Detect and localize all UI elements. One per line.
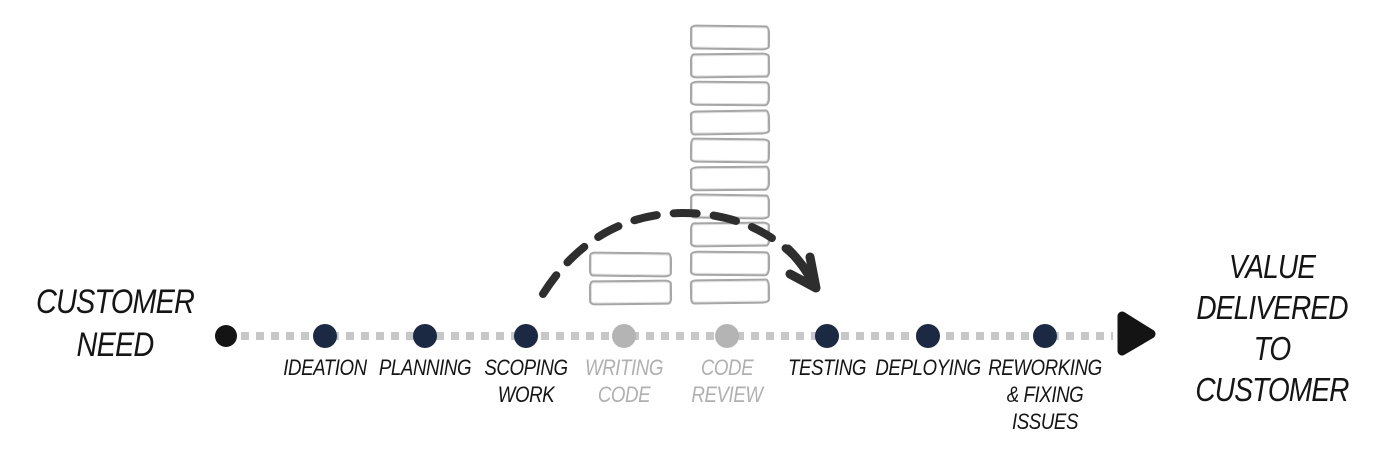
- timeline-dotted-line: [241, 332, 1113, 340]
- stage-dot-planning: [413, 324, 437, 348]
- stage-dot-scoping-work: [514, 324, 538, 348]
- stage-dot-reworking: [1033, 324, 1057, 348]
- backlog-box-short-stack: [588, 279, 673, 306]
- value-delivered-label-line: VALUE: [1228, 248, 1316, 285]
- stage-label-testing-line: TESTING: [787, 355, 867, 380]
- stage-label-reworking-line: & FIXING: [1006, 382, 1084, 407]
- backlog-box-tall-stack: [689, 165, 771, 192]
- value-delivered-label: VALUE DELIVERED TO CUSTOMER: [1187, 246, 1357, 410]
- value-delivered-label-line: TO: [1253, 330, 1292, 367]
- stage-label-testing: TESTING: [755, 354, 900, 381]
- backlog-box-tall-stack: [689, 137, 771, 164]
- stage-dot-deploying: [916, 324, 940, 348]
- stage-dot-writing-code: [612, 324, 636, 348]
- customer-need-label: CUSTOMER NEED: [30, 281, 200, 367]
- flow-end-arrowhead-icon: [1117, 311, 1156, 356]
- backlog-box-tall-stack: [689, 81, 771, 107]
- stage-label-ideation: IDEATION: [253, 354, 398, 381]
- stage-label-reworking-line: REWORKING: [988, 355, 1102, 380]
- stage-dot-code-review: [715, 324, 739, 348]
- skip-queue-arrowhead-icon: [785, 252, 821, 293]
- value-delivered-label-line: CUSTOMER: [1195, 371, 1349, 408]
- stage-label-deploying: DEPLOYING: [856, 354, 1001, 381]
- stage-label-scoping-work-line: WORK: [497, 382, 555, 407]
- backlog-box-tall-stack: [689, 278, 771, 305]
- stage-label-planning: PLANNING: [353, 354, 498, 381]
- backlog-box-tall-stack: [689, 52, 771, 79]
- customer-need-label-line: CUSTOMER: [35, 283, 195, 321]
- stage-dot-testing: [815, 324, 839, 348]
- customer-need-label-line: NEED: [76, 326, 155, 364]
- backlog-box-tall-stack: [689, 193, 771, 220]
- stage-label-writing-code-line: CODE: [597, 382, 651, 407]
- stage-label-planning-line: PLANNING: [378, 355, 472, 380]
- stage-label-code-review-line: REVIEW: [691, 382, 763, 407]
- backlog-box-short-stack: [588, 251, 673, 278]
- backlog-box-tall-stack: [689, 109, 771, 136]
- skip-queue-arrow-shaft: [783, 244, 820, 292]
- stage-label-ideation-line: IDEATION: [283, 355, 367, 380]
- stage-dot-ideation: [313, 324, 337, 348]
- start-dot: [215, 325, 237, 347]
- backlog-box-tall-stack: [689, 250, 771, 276]
- stage-label-code-review-line: CODE: [700, 355, 754, 380]
- value-delivered-label-line: DELIVERED: [1196, 289, 1348, 326]
- stage-label-deploying-line: DEPLOYING: [875, 355, 981, 380]
- stage-label-writing-code-line: WRITING: [584, 355, 664, 380]
- stage-label-scoping-work-line: SCOPING: [484, 355, 568, 380]
- backlog-box-tall-stack: [689, 24, 771, 51]
- stage-label-reworking-line: ISSUES: [1011, 409, 1079, 434]
- backlog-box-tall-stack: [689, 221, 771, 248]
